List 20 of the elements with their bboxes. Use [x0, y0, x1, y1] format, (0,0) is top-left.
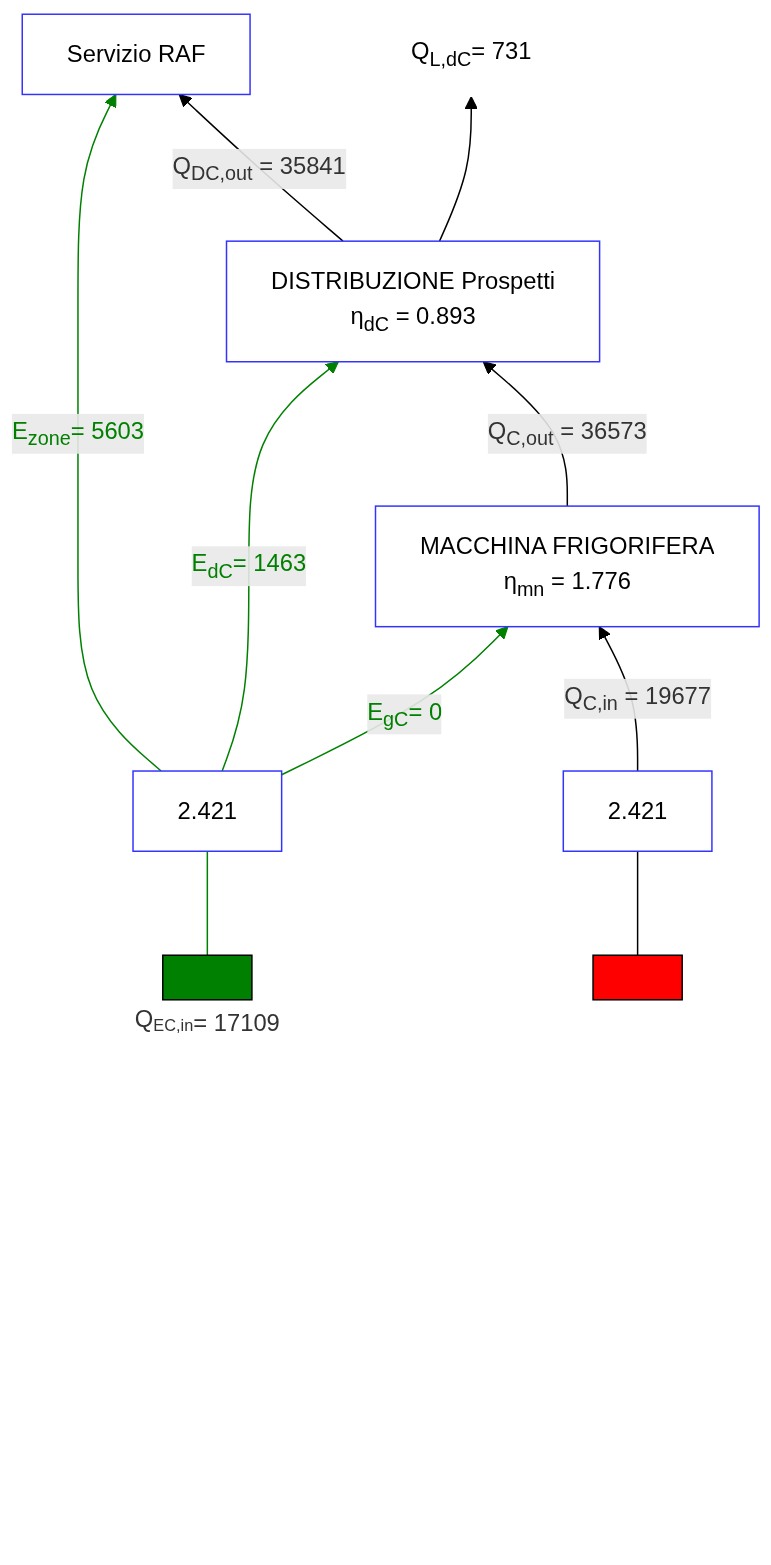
- node-box: MACCHINA FRIGORIFERA η$_{mn}$ = 1.776: [374, 505, 760, 628]
- arrow: [77, 93, 162, 772]
- node-caption: Q$_{EC,in}$= 17109: [134, 1004, 280, 1036]
- edge-label: E$_{zone}$= 5603: [11, 418, 145, 450]
- edge-label: E$_{dC}$= 1463: [191, 550, 307, 583]
- node-box: 2.421: [132, 770, 283, 852]
- arrow: [438, 96, 478, 242]
- edge-label: E$_{gC}$= 0: [367, 698, 443, 731]
- node-text: Q$_{L,dC}$= 731: [411, 38, 532, 71]
- node-box: [592, 954, 683, 1001]
- edge-label: Q$_{DC,out}$ = 35841: [172, 153, 346, 185]
- connector: [636, 850, 639, 956]
- connector: [206, 850, 209, 956]
- node-box: Servizio RAF: [21, 13, 251, 96]
- edge-label: Q$_{C,out}$ = 36573: [487, 418, 647, 450]
- node-box: 2.421: [562, 770, 713, 852]
- arrow: [221, 361, 339, 772]
- node-box: DISTRIBUZIONE Prospetti η$_{dC}$ = 0.893: [225, 240, 601, 363]
- node-box: [162, 954, 253, 1001]
- edge-label: Q$_{C,in}$ = 19677: [564, 683, 712, 715]
